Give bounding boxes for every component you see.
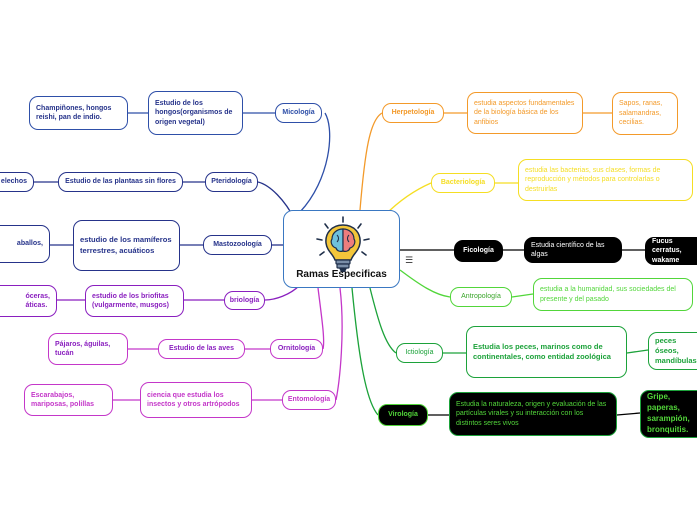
node-micologia-examples[interactable]: Champiñones, hongos reishi, pan de indio… xyxy=(29,96,128,130)
node-virologia-definition[interactable]: Estudia la naturaleza, origen y evaluaci… xyxy=(449,392,617,436)
pteridologia-label: Pteridología xyxy=(211,178,252,186)
central-node[interactable]: Ramas Especificas xyxy=(283,210,400,288)
node-micologia[interactable]: Micología xyxy=(275,103,322,123)
ficologia-label: Ficología xyxy=(463,247,494,255)
briologia-definition: estudio de los briofitas (vulgarmente, m… xyxy=(92,292,170,309)
connector-herpetologia xyxy=(359,112,383,211)
bacteriologia-definition: estudia las bacterias, sus clases, forma… xyxy=(525,166,661,193)
node-herpetologia[interactable]: Herpetología xyxy=(382,103,444,123)
central-title: Ramas Especificas xyxy=(296,269,387,280)
connector-ornitologia xyxy=(317,287,325,350)
ictiologia-label: Ictiología xyxy=(405,349,434,357)
lightbulb-brain-icon xyxy=(316,216,370,272)
node-mastozoologia-definition[interactable]: estudio de los mamíferos terrestres, acu… xyxy=(73,220,180,271)
connector-micologia xyxy=(299,112,331,213)
node-ictiologia-definition[interactable]: Estudia los peces, marinos como de conti… xyxy=(466,326,627,378)
ornitologia-examples: Pájaros, águilas, tucán xyxy=(55,340,111,357)
micologia-label: Micología xyxy=(282,109,315,117)
entomologia-label: Entomología xyxy=(287,396,331,404)
node-herpetologia-definition[interactable]: estudia aspectos fundamentales de la bio… xyxy=(467,92,583,134)
virologia-examples: Gripe, paperas, sarampión, bronquitis. xyxy=(647,392,690,434)
connector-ictiologia-ex xyxy=(626,349,649,354)
briologia-label: briología xyxy=(229,296,260,304)
node-ficologia-definition[interactable]: Estudia científico de las algas xyxy=(524,237,622,263)
node-micologia-definition[interactable]: Estudio de los hongos(organismos de orig… xyxy=(148,91,243,135)
virologia-definition: Estudia la naturaleza, origen y evaluaci… xyxy=(456,400,607,427)
ficologia-definition: Estudia científico de las algas xyxy=(531,241,605,258)
node-ficologia[interactable]: Ficología xyxy=(454,240,503,262)
connector-virologia xyxy=(351,287,379,416)
node-entomologia-definition[interactable]: ciencia que estudia los insectos y otros… xyxy=(140,382,252,418)
node-ictiologia[interactable]: Ictiología xyxy=(396,343,443,363)
connector-antropologia xyxy=(399,269,451,298)
node-entomologia-examples[interactable]: Escarabajos, mariposas, polillas xyxy=(24,384,113,416)
briologia-examples-1: óceras, xyxy=(25,292,50,300)
ornitologia-label: Ornitología xyxy=(277,345,316,353)
node-ficologia-examples[interactable]: Fucus cerratus, wakame xyxy=(645,237,697,265)
node-herpetologia-examples[interactable]: Sapos, ranas, salamandras, cecilias. xyxy=(612,92,678,135)
herpetologia-definition: estudia aspectos fundamentales de la bio… xyxy=(474,99,575,126)
herpetologia-examples: Sapos, ranas, salamandras, cecilias. xyxy=(619,100,663,127)
mastozoologia-examples: aballos, xyxy=(16,240,43,248)
ficologia-examples: Fucus cerratus, wakame xyxy=(652,237,682,264)
node-briologia-definition[interactable]: estudio de los briofitas (vulgarmente, m… xyxy=(85,285,184,317)
node-antropologia[interactable]: Antropología xyxy=(450,287,512,307)
node-ornitologia-definition[interactable]: Estudio de las aves xyxy=(158,339,245,359)
node-ornitologia[interactable]: Ornitología xyxy=(270,339,323,359)
connector-antropologia-def xyxy=(511,293,534,298)
node-entomologia[interactable]: Entomología xyxy=(282,390,336,410)
node-briologia[interactable]: briología xyxy=(224,291,265,310)
virologia-label: Virología xyxy=(388,411,418,419)
entomologia-definition: ciencia que estudia los insectos y otros… xyxy=(147,391,240,408)
micologia-definition: Estudio de los hongos(organismos de orig… xyxy=(155,99,233,126)
entomologia-examples: Escarabajos, mariposas, polillas xyxy=(31,391,95,408)
node-antropologia-definition[interactable]: estudia a la humanidad, sus sociedades d… xyxy=(533,278,693,311)
mastozoologia-definition: estudio de los mamíferos terrestres, acu… xyxy=(80,235,172,255)
micologia-examples: Champiñones, hongos reishi, pan de indio… xyxy=(36,104,112,121)
node-bacteriologia[interactable]: Bacteriología xyxy=(431,173,495,193)
ictiologia-definition: Estudia los peces, marinos como de conti… xyxy=(473,341,611,361)
pteridologia-examples: elechos xyxy=(0,178,27,186)
node-briologia-examples[interactable]: óceras, áticas. xyxy=(0,285,57,317)
node-ornitologia-examples[interactable]: Pájaros, águilas, tucán xyxy=(48,333,128,365)
antropologia-label: Antropología xyxy=(461,293,501,301)
node-mastozoologia[interactable]: Mastozoología xyxy=(203,235,272,255)
bacteriologia-label: Bacteriología xyxy=(440,179,486,187)
connector-ictiologia xyxy=(369,287,397,354)
connector-entomologia xyxy=(335,287,343,401)
herpetologia-label: Herpetología xyxy=(391,109,435,117)
node-mastozoologia-examples[interactable]: aballos, xyxy=(0,225,50,263)
pteridologia-definition: Estudio de las plantaas sin flores xyxy=(65,178,176,186)
briologia-examples-2: áticas. xyxy=(25,302,48,309)
mastozoologia-label: Mastozoología xyxy=(213,241,262,249)
antropologia-definition: estudia a la humanidad, sus sociedades d… xyxy=(540,286,676,303)
node-virologia-examples[interactable]: Gripe, paperas, sarampión, bronquitis. xyxy=(640,390,697,438)
node-ictiologia-examples[interactable]: peces óseos, mandíbulas xyxy=(648,332,697,370)
connector-virologia-ex xyxy=(616,412,641,416)
ornitologia-definition: Estudio de las aves xyxy=(169,345,234,353)
node-pteridologia-definition[interactable]: Estudio de las plantaas sin flores xyxy=(58,172,183,192)
node-bacteriologia-definition[interactable]: estudia las bacterias, sus clases, forma… xyxy=(518,159,693,201)
node-pteridologia-examples[interactable]: elechos xyxy=(0,172,34,192)
ictiologia-examples: peces óseos, mandíbulas xyxy=(655,335,697,366)
node-pteridologia[interactable]: Pteridología xyxy=(205,172,258,192)
menu-icon[interactable]: ☰ xyxy=(405,255,414,265)
node-virologia[interactable]: Virología xyxy=(378,404,428,426)
